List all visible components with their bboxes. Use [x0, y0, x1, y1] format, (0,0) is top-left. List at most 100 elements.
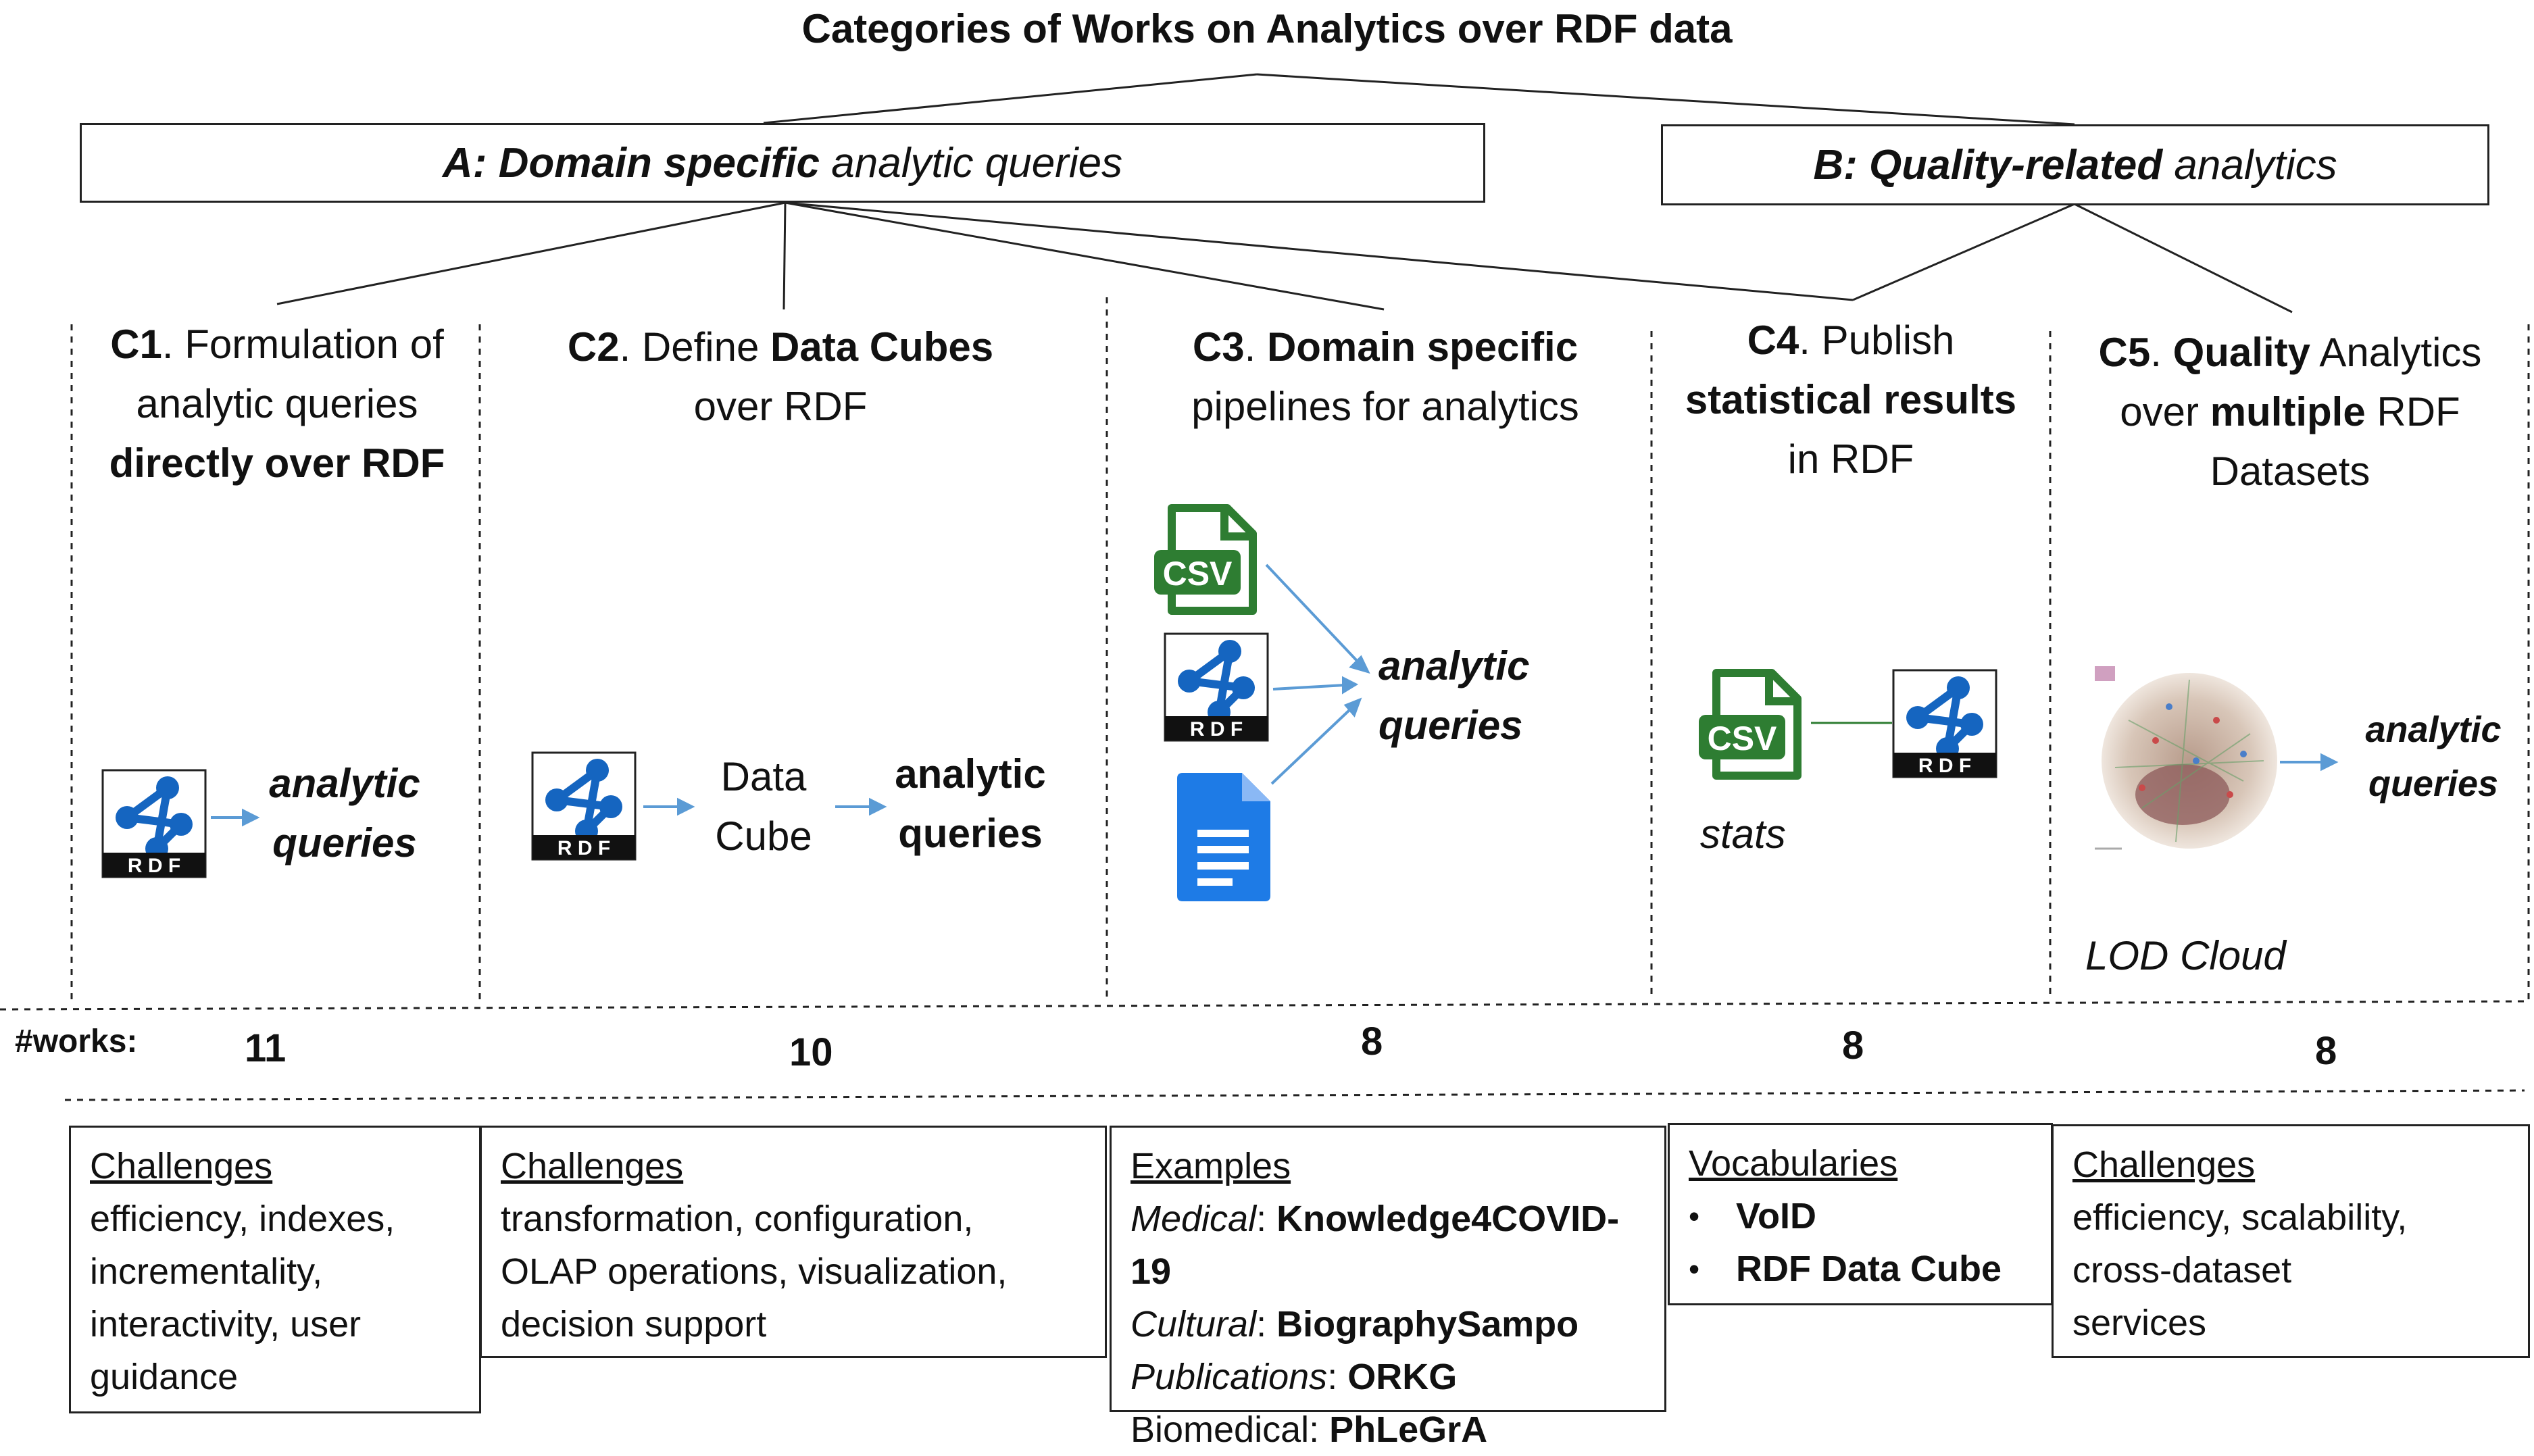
- connector-b-c5: [2074, 203, 2293, 313]
- rdf-logo-icon: R D F: [531, 751, 637, 861]
- c3-line1-bold: Domain specific: [1266, 324, 1579, 370]
- document-icon: [1177, 773, 1270, 901]
- c2-cube-line2: Cube: [715, 813, 812, 859]
- category-b-prefix: B: Quality-related: [1813, 141, 2163, 189]
- connector-a-c1: [276, 201, 786, 305]
- category-b-rest: analytics: [2174, 141, 2337, 189]
- c1-query-line2: queries: [272, 820, 417, 865]
- arrow-icon: [2320, 753, 2339, 772]
- diagram: Categories of Works on Analytics over RD…: [0, 6, 2530, 1450]
- c1-box-line: guidance: [90, 1357, 239, 1397]
- arrow-icon: [677, 797, 695, 816]
- c5-line1-bold: Quality: [2172, 330, 2310, 375]
- example-domain: Medical: [1131, 1199, 1257, 1239]
- example-row: Biomedical: PhLeGrA: [1131, 1409, 1488, 1450]
- c5-line3: Datasets: [2210, 449, 2370, 494]
- c3-line1: .: [1244, 324, 1267, 370]
- example-name: Knowledge4COVID-19: [1131, 1199, 1620, 1292]
- c1-challenges-box: Challenges efficiency, indexes, incremen…: [69, 1126, 481, 1413]
- c5-line1: .: [2150, 330, 2173, 375]
- c5-line2-start: over: [2120, 389, 2210, 434]
- bullet-icon: •: [1689, 1199, 1700, 1234]
- arrow-icon: [1349, 655, 1370, 674]
- rdf-logo-icon: R D F: [101, 769, 207, 878]
- c5-cloud-label: LOD Cloud: [2085, 933, 2286, 978]
- c2-challenges-box: Challenges transformation, configuration…: [480, 1126, 1107, 1358]
- c2-box-line: decision support: [501, 1304, 767, 1345]
- works-count-c4: 8: [1842, 1024, 1864, 1068]
- example-domain: Publications: [1131, 1357, 1328, 1397]
- example-name: BiographySampo: [1276, 1304, 1579, 1345]
- connector-a-c4: [785, 201, 1854, 301]
- c1-line1: . Formulation of: [162, 322, 444, 367]
- example-domain: Biomedical: [1131, 1409, 1310, 1450]
- connector-a: [763, 73, 1258, 124]
- c1-box-header: Challenges: [90, 1146, 273, 1186]
- category-a-rest: analytic queries: [831, 139, 1123, 186]
- vocab-item: •VoID: [1689, 1190, 2032, 1242]
- example-row: Cultural: BiographySampo: [1131, 1304, 1579, 1345]
- c3-line2: pipelines for analytics: [1191, 384, 1579, 429]
- c5-line2-end: RDF: [2365, 389, 2460, 434]
- svg-text:R D F: R D F: [557, 837, 610, 859]
- example-row: Publications: ORKG: [1131, 1357, 1458, 1397]
- svg-text:R D F: R D F: [1918, 755, 1971, 777]
- c5-heading: C5. Quality Analytics over multiple RDF …: [2052, 323, 2529, 501]
- c5-query-label: analytic queries: [2349, 703, 2518, 811]
- c1-box-line: incrementality,: [90, 1251, 323, 1292]
- c2-heading: C2. Define Data Cubes over RDF: [493, 318, 1068, 436]
- connector-a-c3: [785, 201, 1385, 311]
- works-count-c1: 11: [245, 1026, 287, 1070]
- c3-heading: C3. Domain specific pipelines for analyt…: [1122, 318, 1649, 436]
- c2-box-line: transformation, configuration,: [501, 1199, 974, 1239]
- c2-data-cube-label: Data Cube: [696, 747, 831, 866]
- connector-a-c2: [782, 202, 787, 310]
- c2-box-header: Challenges: [501, 1146, 684, 1186]
- c3-query-label: analytic queries: [1378, 636, 1561, 755]
- arrow-icon: [1343, 697, 1362, 718]
- example-row: Medical: Knowledge4COVID-19: [1131, 1199, 1620, 1292]
- c1-query-line1: analytic: [269, 761, 420, 806]
- works-count-c2: 10: [789, 1030, 833, 1074]
- arrow-icon: [869, 797, 887, 816]
- c4-vocabularies-box: Vocabularies •VoID •RDF Data Cube: [1668, 1123, 2053, 1305]
- svg-text:R D F: R D F: [1190, 718, 1243, 740]
- bullet-icon: •: [1689, 1251, 1700, 1286]
- diagram-title: Categories of Works on Analytics over RD…: [801, 6, 1733, 51]
- c4-line1: . Publish: [1799, 318, 1955, 363]
- c2-query-line2: queries: [898, 811, 1043, 856]
- c2-cube-line1: Data: [720, 754, 807, 799]
- c2-line2: over RDF: [693, 384, 868, 429]
- category-b-box: B: Quality-related analytics: [1661, 124, 2489, 205]
- c3-query-line1: analytic: [1378, 643, 1530, 688]
- works-count-c3: 8: [1361, 1020, 1383, 1063]
- c4-line3: in RDF: [1787, 436, 1914, 482]
- c2-query-label: analytic queries: [876, 745, 1065, 863]
- c1-line3: directly over RDF: [109, 441, 445, 486]
- rdf-logo-icon: R D F: [1892, 669, 1997, 778]
- works-label: #works:: [15, 1024, 138, 1059]
- category-a-box: A: Domain specific analytic queries: [80, 123, 1485, 203]
- c3-box-header: Examples: [1131, 1146, 1291, 1186]
- c2-line1: . Define: [619, 324, 771, 370]
- rdf-logo-icon: R D F: [1164, 632, 1269, 742]
- c5-box-line: efficiency, scalability,: [2072, 1197, 2408, 1238]
- c5-line1-end: Analytics: [2310, 330, 2482, 375]
- c2-line1-bold: Data Cubes: [770, 324, 994, 370]
- c5-box-header: Challenges: [2072, 1145, 2256, 1185]
- c1-box-line: interactivity, user: [90, 1304, 362, 1345]
- c2-code: C2: [567, 324, 620, 370]
- connector-b: [1256, 73, 2075, 126]
- c3-query-line2: queries: [1378, 703, 1523, 748]
- arrow-icon: [1342, 676, 1359, 695]
- c2-query-line1: analytic: [895, 751, 1046, 797]
- arrow-icon: [242, 808, 260, 827]
- example-domain: Cultural: [1131, 1304, 1257, 1345]
- c3-code: C3: [1192, 324, 1245, 370]
- divider-works-bottom: [64, 1089, 2525, 1101]
- c4-line2: statistical results: [1685, 377, 2017, 422]
- c1-query-label: analytic queries: [243, 754, 446, 873]
- c5-box-line: services: [2072, 1303, 2207, 1343]
- c5-line2-bold: multiple: [2210, 389, 2366, 434]
- connector-b-c4: [1852, 203, 2075, 301]
